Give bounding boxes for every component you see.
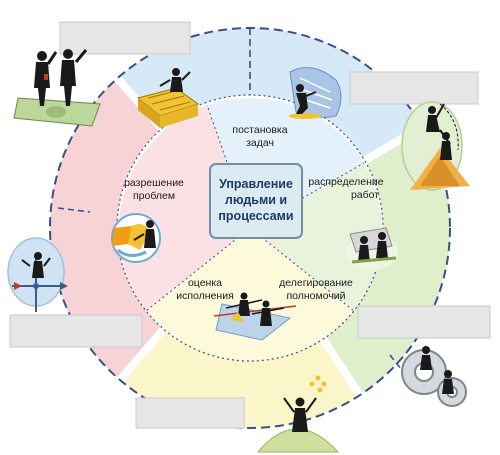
weathervane-icon (7, 237, 68, 312)
juggler-icon (256, 375, 340, 453)
center-line-2: людьми и (225, 193, 287, 207)
segment-work-distribution-line-2: работ (351, 189, 379, 201)
label-box-top-left (59, 21, 191, 55)
label-box-bottom (135, 397, 245, 429)
tightrope-walk-icon (213, 292, 297, 341)
inner-sector-pink (118, 105, 250, 311)
gears-icon (401, 346, 467, 407)
puzzle-icon (111, 213, 161, 263)
businessmen-pair-icon (13, 49, 101, 127)
center-box: Управление людьми и процессами (209, 163, 303, 239)
label-box-right (357, 305, 491, 339)
segment-performance-evaluation-line-1: оценка (188, 277, 222, 289)
climbing-team-icon (401, 101, 470, 191)
segment-work-distribution-line-1: распределение (308, 176, 383, 188)
segment-authority-delegation-line-1: делегирование (279, 277, 353, 289)
label-box-top-right (349, 71, 479, 105)
center-line-1: Управление (219, 177, 293, 191)
segment-performance-evaluation-line-2: исполнения (176, 290, 234, 302)
maze-icon (136, 68, 200, 128)
segment-problem-solving-line-2: проблем (133, 190, 175, 202)
left-divider (57, 207, 91, 213)
handshake-icon (346, 227, 398, 270)
segment-task-setting-line-2: задач (246, 137, 274, 149)
segment-problem-solving-line-1: разрешение (124, 177, 184, 189)
label-box-left (9, 314, 143, 348)
segment-authority-delegation-line-2: полномочий (286, 290, 345, 302)
inner-sector-yellow (146, 228, 354, 362)
inner-sector-green (250, 163, 382, 311)
segment-task-setting-line-1: постановка (232, 124, 287, 136)
center-line-3: процессами (218, 209, 293, 223)
surfer-icon (289, 67, 342, 119)
